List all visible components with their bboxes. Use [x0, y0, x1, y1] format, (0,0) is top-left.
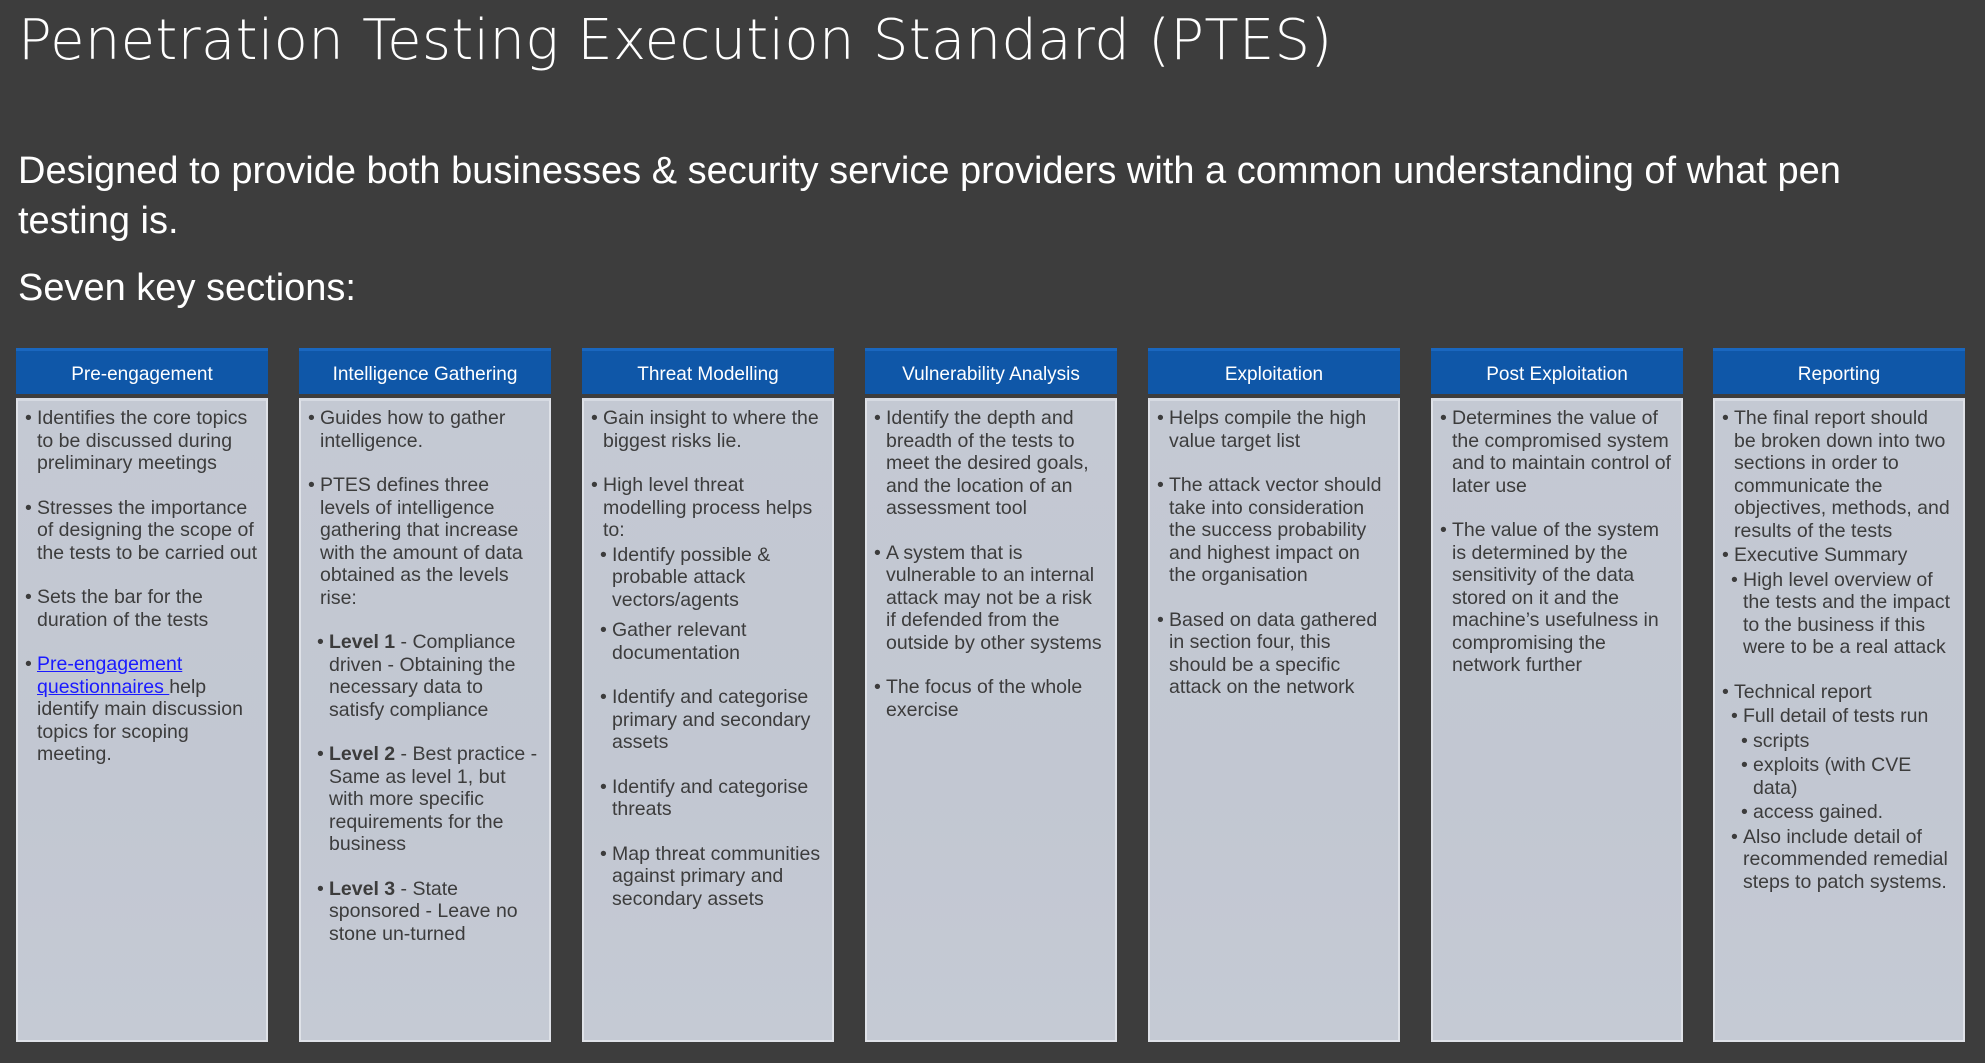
level-name: Level 1 [329, 631, 396, 653]
column-pre-engagement: Pre-engagement Identifies the core topic… [16, 348, 268, 1042]
level-text: - Compliance driven - Obtaining the nece… [329, 631, 516, 721]
level-item: Level 2 - Best practice - Same as level … [317, 743, 541, 856]
column-body: The final report should be broken down i… [1713, 398, 1965, 1042]
level-text: - Best practice - Same as level 1, but w… [329, 743, 538, 855]
list-item: Gain insight to where the biggest risks … [591, 407, 824, 452]
sections-label: Seven key sections: [18, 267, 356, 309]
column-post-exploitation: Post Exploitation Determines the value o… [1431, 348, 1683, 1042]
slide-title: Penetration Testing Execution Standard (… [18, 8, 1333, 73]
questionnaires-link[interactable]: Pre-engagement questionnaires [37, 653, 183, 698]
column-header: Vulnerability Analysis [865, 348, 1117, 394]
sub-sub-list-item: scripts [1741, 730, 1955, 753]
column-body: Helps compile the high value target list… [1148, 398, 1400, 1042]
level-item: Level 1 - Compliance driven - Obtaining … [317, 631, 541, 721]
list-item: The attack vector should take into consi… [1157, 474, 1390, 587]
list-item: Stresses the importance of designing the… [25, 497, 258, 565]
list-item: Based on data gathered in section four, … [1157, 609, 1390, 699]
list-item: Identify the depth and breadth of the te… [874, 407, 1107, 520]
sub-list-item: Identify and categorise threats [600, 776, 824, 821]
list-item: Determines the value of the compromised … [1440, 407, 1673, 497]
sections-columns: Pre-engagement Identifies the core topic… [16, 348, 1965, 1042]
column-body: Determines the value of the compromised … [1431, 398, 1683, 1042]
column-vulnerability-analysis: Vulnerability Analysis Identify the dept… [865, 348, 1117, 1042]
column-header: Pre-engagement [16, 348, 268, 394]
column-threat-modelling: Threat Modelling Gain insight to where t… [582, 348, 834, 1042]
list-item: Guides how to gather intelligence. [308, 407, 541, 452]
list-item: High level threat modelling process help… [591, 474, 824, 542]
list-item: Pre-engagement questionnaires help ident… [25, 653, 258, 766]
column-header: Intelligence Gathering [299, 348, 551, 394]
sub-list-item: High level overview of the tests and the… [1731, 569, 1955, 659]
list-item-text: help identify main discussion topics for… [37, 675, 243, 766]
list-item: Identifies the core topics to be discuss… [25, 407, 258, 475]
column-header: Post Exploitation [1431, 348, 1683, 394]
sub-list-item: Also include detail of recommended remed… [1731, 826, 1955, 894]
sub-list-item: Identify and categorise primary and seco… [600, 686, 824, 754]
column-intelligence-gathering: Intelligence Gathering Guides how to gat… [299, 348, 551, 1042]
list-item: Technical report [1722, 681, 1955, 704]
sub-list-item: Gather relevant documentation [600, 619, 824, 664]
level-name: Level 3 [329, 877, 396, 900]
sub-list-item: Map threat communities against primary a… [600, 843, 824, 911]
list-item: The focus of the whole exercise [874, 676, 1107, 721]
level-item: Level 3 - State sponsored - Leave no sto… [317, 877, 541, 946]
list-item: The final report should be broken down i… [1722, 407, 1955, 542]
level-text: - State sponsored - Leave no stone un-tu… [329, 877, 518, 945]
column-header: Reporting [1713, 348, 1965, 394]
list-item: PTES defines three levels of intelligenc… [308, 474, 541, 609]
sub-sub-list-item: exploits (with CVE data) [1741, 754, 1955, 799]
sub-list-item: Identify possible & probable attack vect… [600, 544, 824, 612]
list-item: Helps compile the high value target list [1157, 407, 1390, 452]
column-body: Guides how to gather intelligence. PTES … [299, 398, 551, 1042]
column-header: Exploitation [1148, 348, 1400, 394]
slide-intro: Designed to provide both businesses & se… [18, 150, 1841, 242]
column-body: Gain insight to where the biggest risks … [582, 398, 834, 1042]
sub-sub-list-item: access gained. [1741, 801, 1955, 824]
column-reporting: Reporting The final report should be bro… [1713, 348, 1965, 1042]
column-exploitation: Exploitation Helps compile the high valu… [1148, 348, 1400, 1042]
list-item: The value of the system is determined by… [1440, 519, 1673, 677]
column-header: Threat Modelling [582, 348, 834, 394]
column-body: Identifies the core topics to be discuss… [16, 398, 268, 1042]
list-item: Sets the bar for the duration of the tes… [25, 586, 258, 631]
list-item: Executive Summary [1722, 544, 1955, 567]
column-body: Identify the depth and breadth of the te… [865, 398, 1117, 1042]
sub-list-item: Full detail of tests run [1731, 705, 1955, 728]
level-name: Level 2 [329, 743, 396, 765]
list-item: A system that is vulnerable to an intern… [874, 542, 1107, 655]
